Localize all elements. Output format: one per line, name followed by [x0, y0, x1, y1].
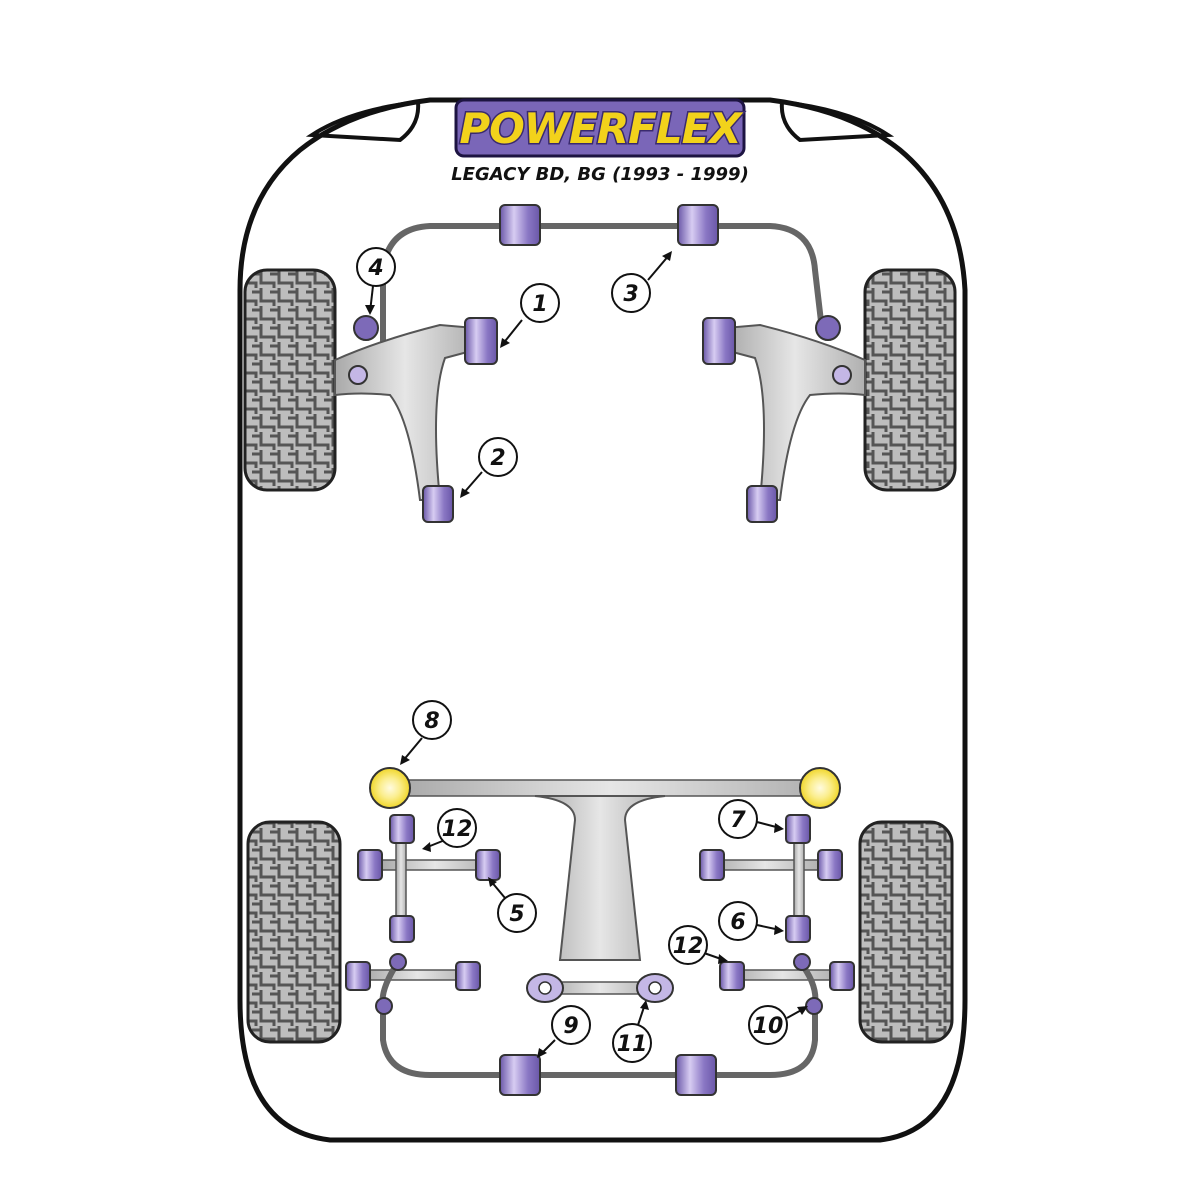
rear-left-top-bush [389, 814, 415, 844]
svg-text:9: 9 [563, 1014, 578, 1039]
callout-6: 6 [718, 901, 784, 941]
right-headlight [779, 99, 895, 143]
front-left-inner-rear-bush [422, 485, 454, 523]
rear-right-outer-bush [817, 849, 843, 881]
callout-10: 10 [748, 1005, 808, 1045]
rear-right-tyre [858, 820, 954, 1044]
rear-left-trailing-outer-bush [345, 961, 371, 991]
logo-text: POWERFLEX [459, 104, 744, 153]
rear-left-bottom-bush [389, 915, 415, 943]
front-right-inner-rear-bush [746, 485, 778, 523]
svg-text:12: 12 [442, 817, 473, 842]
left-headlight [305, 99, 421, 143]
front-right-wishbone [724, 323, 866, 501]
rear-subframe-centre [534, 795, 666, 961]
rear-centre-link-hole-left [538, 981, 552, 995]
rear-left-droplink-top [389, 953, 407, 971]
rear-right-top-bush [785, 814, 811, 844]
rear-right-trailing-outer-bush [829, 961, 855, 991]
svg-text:3: 3 [623, 282, 638, 307]
rear-arb-bush-left [499, 1054, 541, 1096]
rear-arb-bush-right [675, 1054, 717, 1096]
rear-right-droplink-bottom [805, 997, 823, 1015]
callout-9: 9 [537, 1005, 591, 1058]
front-right-balljoint [832, 365, 852, 385]
rear-left-droplink-bottom [375, 997, 393, 1015]
front-left-balljoint [348, 365, 368, 385]
model-subtitle: LEGACY BD, BG (1993 - 1999) [451, 164, 749, 185]
rear-right-inner-bush [699, 849, 725, 881]
rear-right-trailing-link [729, 969, 836, 981]
callout-5: 5 [488, 877, 537, 933]
callout-7: 7 [718, 799, 784, 839]
svg-text:11: 11 [617, 1032, 648, 1057]
rear-subframe-bush-left [369, 767, 411, 809]
powerflex-logo: POWERFLEX [454, 98, 747, 158]
rear-left-tyre [246, 820, 342, 1044]
front-arb-bush-left [499, 204, 541, 246]
rear-left-outer-bush [357, 849, 383, 881]
front-left-wishbone [334, 323, 476, 501]
callout-11: 11 [612, 1000, 652, 1063]
callout-12-left: 12 [422, 808, 477, 852]
rear-left-trailing-link [364, 969, 471, 981]
front-left-inner-front-bush [464, 317, 498, 365]
svg-text:2: 2 [490, 446, 505, 471]
callout-8: 8 [400, 700, 452, 765]
callout-3: 3 [611, 251, 672, 313]
svg-text:8: 8 [424, 709, 439, 734]
front-left-droplink-bush [353, 315, 379, 341]
rear-right-bottom-bush [785, 915, 811, 943]
rear-subframe-bar [399, 779, 821, 797]
svg-text:12: 12 [673, 934, 704, 959]
car-body-outline [237, 97, 968, 1143]
svg-text:5: 5 [509, 902, 524, 927]
rear-right-trailing-inner-bush [719, 961, 745, 991]
rear-left-trailing-inner-bush [455, 961, 481, 991]
callout-1: 1 [500, 283, 560, 348]
rear-left-inner-bush [475, 849, 501, 881]
front-right-inner-front-bush [702, 317, 736, 365]
front-left-tyre [243, 268, 337, 492]
svg-text:1: 1 [532, 292, 547, 317]
rear-subframe-bush-right [799, 767, 841, 809]
svg-text:10: 10 [753, 1014, 784, 1039]
callout-4: 4 [356, 247, 396, 315]
front-arb-bush-right [677, 204, 719, 246]
svg-text:6: 6 [730, 910, 745, 935]
svg-text:4: 4 [367, 256, 383, 281]
rear-right-droplink-top [793, 953, 811, 971]
callout-2: 2 [460, 437, 518, 498]
front-right-droplink-bush [815, 315, 841, 341]
callout-12-right: 12 [668, 925, 728, 965]
rear-centre-link-hole-right [648, 981, 662, 995]
front-right-tyre [863, 268, 957, 492]
svg-text:7: 7 [730, 808, 746, 833]
